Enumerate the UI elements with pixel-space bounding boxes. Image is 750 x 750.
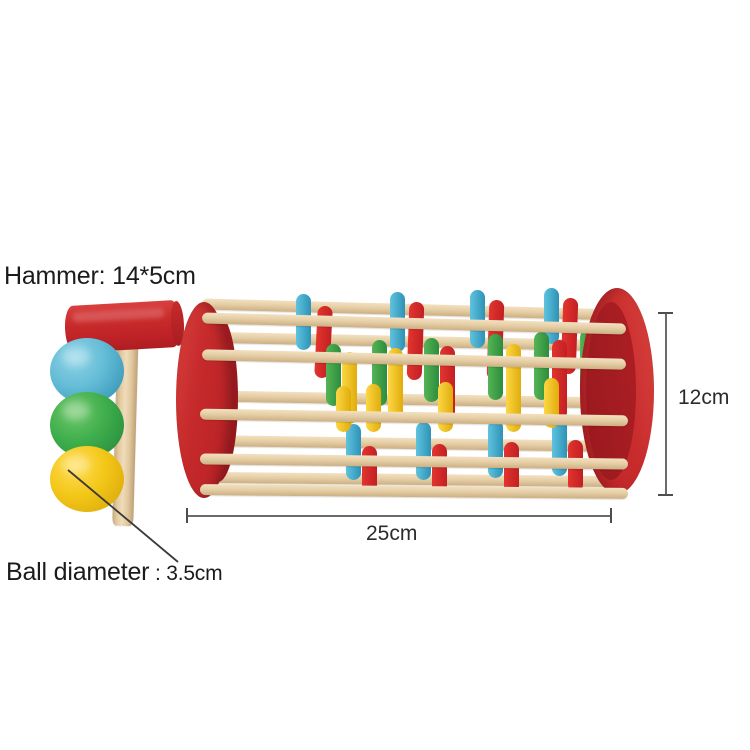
ring-green-b3 bbox=[424, 338, 439, 402]
ball-diameter-label: Ball diameter : 3.5cm bbox=[6, 558, 223, 587]
left-end-disc bbox=[176, 302, 232, 498]
height-dimension-tick-top bbox=[658, 312, 673, 314]
ring-yellow-c3 bbox=[438, 382, 453, 432]
rolling-drum-toy bbox=[176, 288, 654, 504]
ball-leader-line bbox=[67, 469, 179, 563]
width-dimension-label: 25cm bbox=[366, 522, 418, 545]
ring-blue-d2 bbox=[416, 422, 431, 480]
ball-diameter-label-text: Ball diameter bbox=[6, 558, 150, 586]
height-dimension-line bbox=[665, 312, 667, 496]
width-dimension-tick-right bbox=[610, 508, 612, 523]
hammer-dimension-label: Hammer: 14*5cm bbox=[4, 262, 196, 290]
ring-yellow-c2 bbox=[366, 384, 381, 432]
yellow-ball bbox=[50, 446, 124, 512]
ball-diameter-label-separator: : bbox=[149, 562, 167, 585]
height-dimension-label: 12cm bbox=[678, 386, 730, 409]
ring-red-a2 bbox=[406, 301, 425, 381]
width-dimension-line bbox=[186, 515, 611, 517]
ring-blue-d1 bbox=[346, 424, 361, 480]
ring-green-b4 bbox=[488, 334, 503, 400]
height-dimension-tick-bottom bbox=[658, 494, 673, 496]
dowel-front-5 bbox=[199, 484, 629, 499]
ball-diameter-value: 3.5cm bbox=[166, 562, 223, 585]
ring-blue-d3 bbox=[488, 420, 503, 478]
ring-yellow-c1 bbox=[336, 386, 351, 432]
width-dimension-tick-left bbox=[186, 508, 188, 523]
ring-yellow-b2 bbox=[388, 348, 403, 422]
